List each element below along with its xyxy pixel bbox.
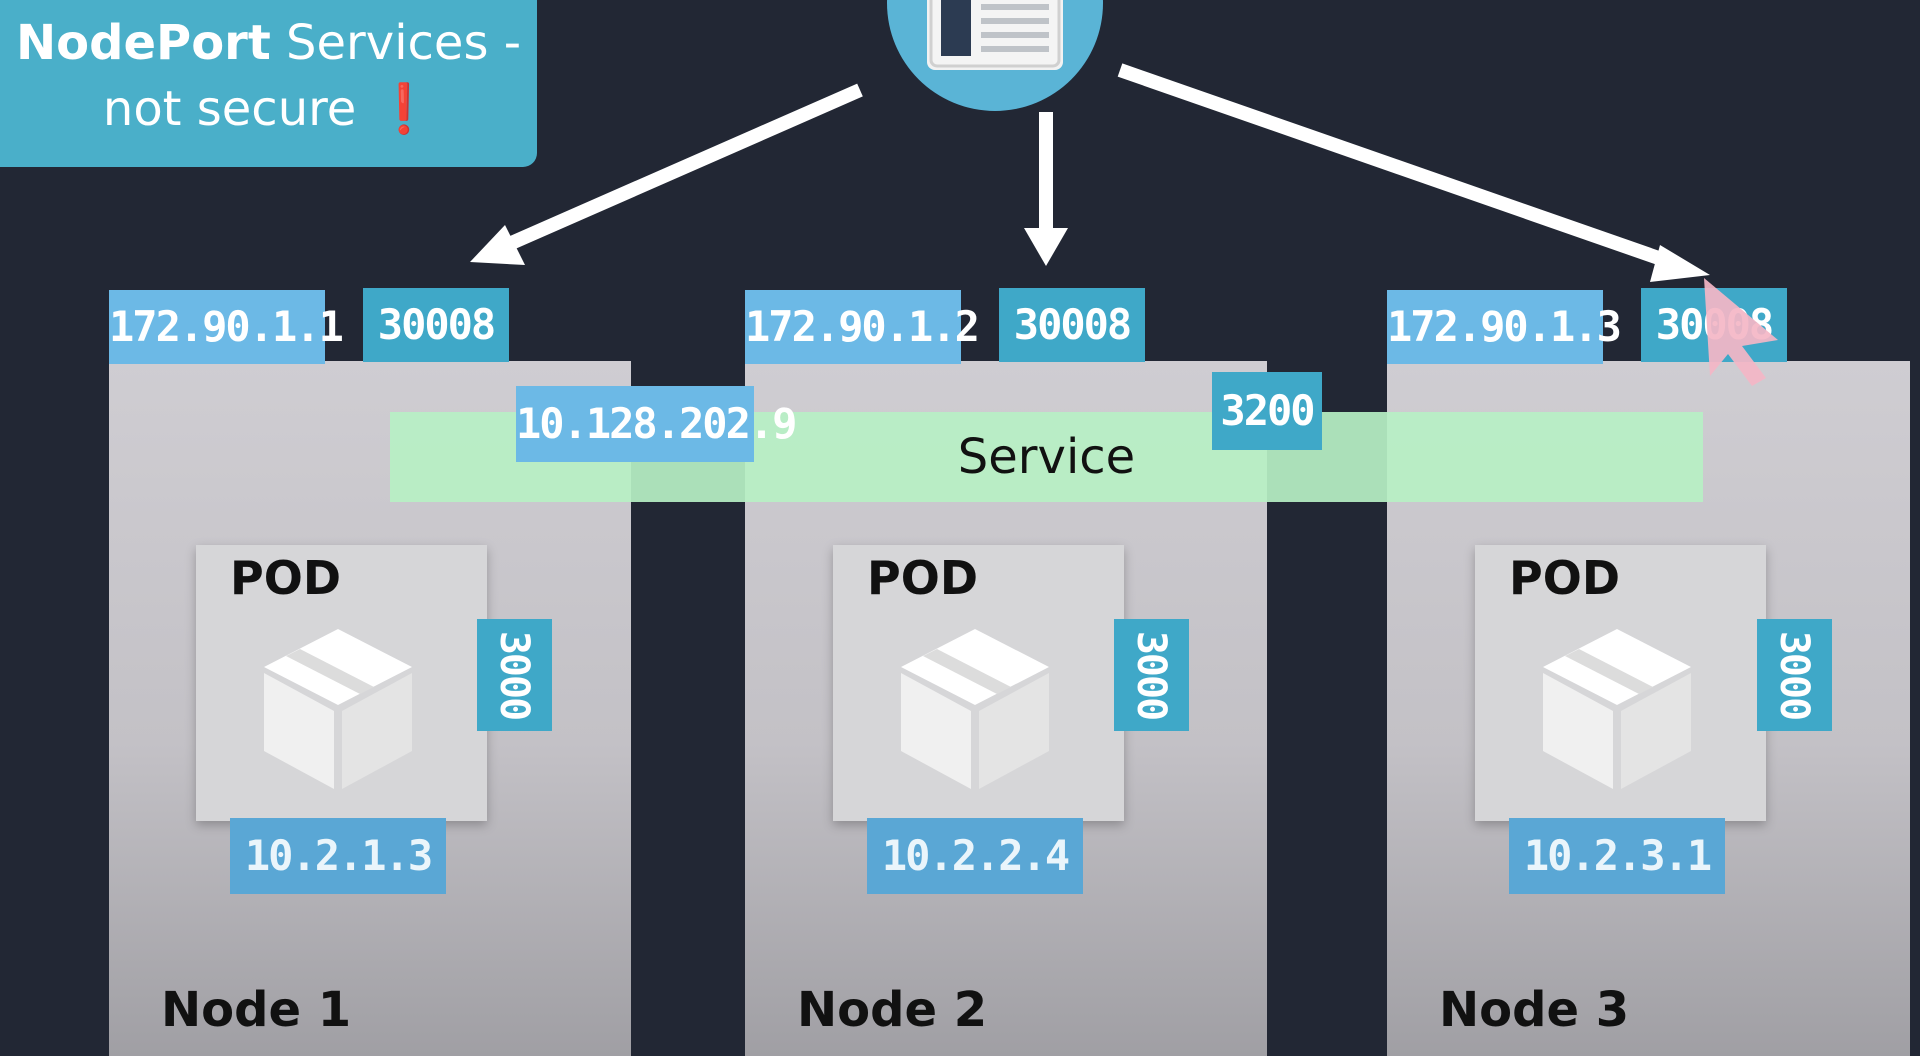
pod-1: POD xyxy=(196,545,487,821)
package-box-icon xyxy=(901,629,1049,789)
pod-1-label: POD xyxy=(230,551,342,605)
package-box-icon xyxy=(1543,629,1691,789)
arrow-to-node-1 xyxy=(497,83,863,255)
browser-window-icon xyxy=(927,0,1063,70)
pod-2-ip-tag: 10.2.2.4 xyxy=(867,818,1083,894)
node-2-nodeport-tag: 30008 xyxy=(999,288,1145,362)
arrowhead-node-3 xyxy=(1650,245,1710,282)
pod-3-port-tag: 3000 xyxy=(1757,619,1832,731)
pod-2: POD xyxy=(833,545,1124,821)
pod-1-ip-tag: 10.2.1.3 xyxy=(230,818,446,894)
node-3-label: Node 3 xyxy=(1439,982,1630,1038)
pod-2-label: POD xyxy=(867,551,979,605)
arrow-to-node-3 xyxy=(1117,63,1673,269)
package-box-icon xyxy=(264,629,412,789)
arrowhead-node-2 xyxy=(1024,228,1068,266)
node-1-ip-tag: 172.90.1.1 xyxy=(109,290,344,364)
service-port-tag: 3200 xyxy=(1212,372,1322,450)
pod-3: POD xyxy=(1475,545,1766,821)
pod-3-label: POD xyxy=(1509,551,1621,605)
title-card: NodePort Services - not secure ❗ xyxy=(0,0,537,167)
title-nodeport: NodePort xyxy=(15,15,271,71)
client-circle xyxy=(887,0,1103,111)
title-services: Services - xyxy=(270,15,522,71)
node-1-nodeport-tag: 30008 xyxy=(363,288,509,362)
node-2-label: Node 2 xyxy=(797,982,988,1038)
pod-1-port-tag: 3000 xyxy=(477,619,552,731)
title-line-1: NodePort Services - xyxy=(0,10,537,76)
service-cluster-ip-tag: 10.128.202.9 xyxy=(516,386,797,462)
node-1-label: Node 1 xyxy=(161,982,352,1038)
arrowhead-node-1 xyxy=(470,225,525,265)
mouse-pointer-icon xyxy=(1704,278,1778,386)
node-3-ip-tag: 172.90.1.3 xyxy=(1387,290,1622,364)
title-not-secure: not secure xyxy=(102,81,357,137)
title-line-2: not secure ❗ xyxy=(0,76,537,142)
pod-3-ip-tag: 10.2.3.1 xyxy=(1509,818,1725,894)
pod-2-port-tag: 3000 xyxy=(1114,619,1189,731)
node-2-ip-tag: 172.90.1.2 xyxy=(745,290,980,364)
warning-icon: ❗ xyxy=(374,81,435,137)
